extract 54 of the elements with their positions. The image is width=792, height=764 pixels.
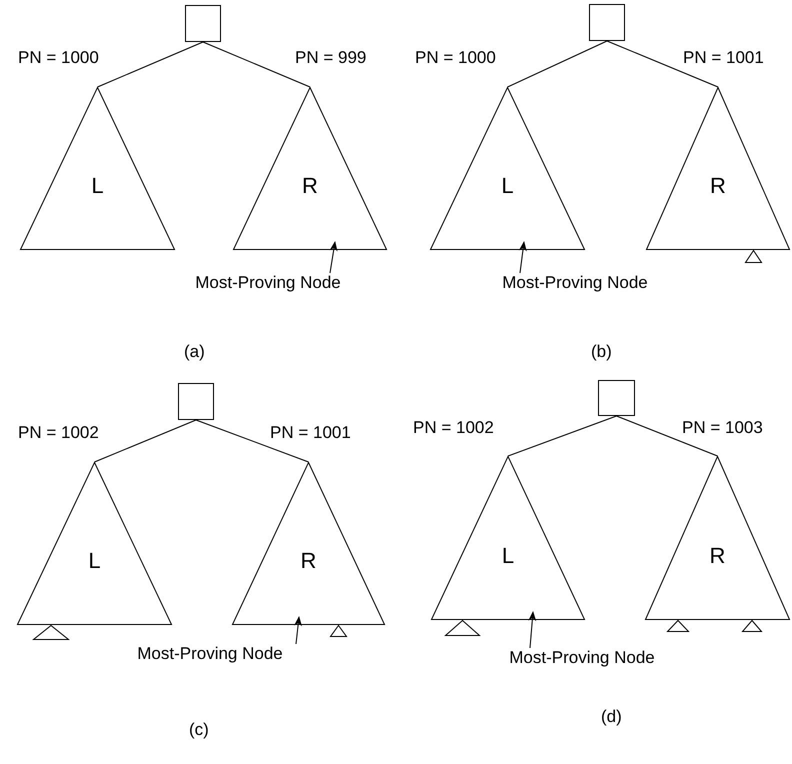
subtree-triangle: [20, 87, 175, 250]
leader-arrow: [294, 616, 302, 644]
edge-label: PN = 1002: [413, 418, 494, 438]
subtree-label: R: [301, 176, 319, 196]
root-box: [589, 4, 625, 41]
subtree-label: R: [300, 551, 318, 572]
subtree-triangle: [330, 625, 347, 637]
subtree-triangle: [445, 620, 480, 636]
subtree-triangle: [17, 462, 172, 625]
subtree-label: L: [90, 176, 105, 196]
subtree-triangle: [646, 87, 790, 250]
tree-edge: [507, 40, 608, 88]
node-caption: Most-Proving Node: [482, 648, 682, 668]
tree-edge: [202, 42, 310, 88]
tree-edge: [606, 40, 718, 88]
panel-caption: (c): [189, 720, 209, 740]
edge-label: PN = 1001: [683, 48, 764, 68]
edge-label: PN = 999: [295, 48, 366, 68]
panel-caption: (a): [184, 342, 205, 362]
root-box: [178, 383, 214, 420]
node-caption: Most-Proving Node: [475, 273, 675, 293]
panel-caption: (d): [601, 707, 622, 727]
leader-arrow: [528, 611, 536, 648]
subtree-triangle: [430, 87, 585, 250]
tree-edge: [508, 416, 617, 456]
edge-label: PN = 1002: [18, 423, 99, 443]
subtree-triangle: [233, 87, 387, 250]
root-box: [185, 5, 221, 42]
edge-label: PN = 1003: [682, 418, 763, 438]
panel-caption: (b): [591, 342, 612, 362]
tree-edge: [616, 416, 718, 456]
subtree-triangle: [742, 620, 762, 632]
subtree-triangle: [232, 462, 385, 625]
leader-arrow: [330, 241, 338, 274]
subtree-triangle: [667, 620, 689, 632]
edge-label: PN = 1001: [270, 423, 351, 443]
edge-label: PN = 1000: [415, 48, 496, 68]
subtree-label: L: [500, 546, 516, 566]
subtree-triangle: [33, 625, 69, 640]
subtree-label: L: [500, 176, 515, 196]
tree-edge: [196, 420, 309, 462]
tree-edge: [97, 42, 204, 88]
subtree-label: R: [709, 176, 727, 196]
root-box: [598, 380, 635, 416]
tree-edge: [94, 420, 196, 462]
subtree-triangle: [431, 456, 585, 620]
subtree-triangle: [745, 250, 762, 263]
subtree-triangle: [645, 456, 790, 620]
subtree-label: R: [708, 546, 726, 566]
node-caption: Most-Proving Node: [168, 273, 368, 293]
edge-label: PN = 1000: [18, 48, 99, 68]
subtree-label: L: [87, 551, 102, 572]
leader-arrow: [518, 241, 527, 274]
node-caption: Most-Proving Node: [110, 644, 310, 664]
